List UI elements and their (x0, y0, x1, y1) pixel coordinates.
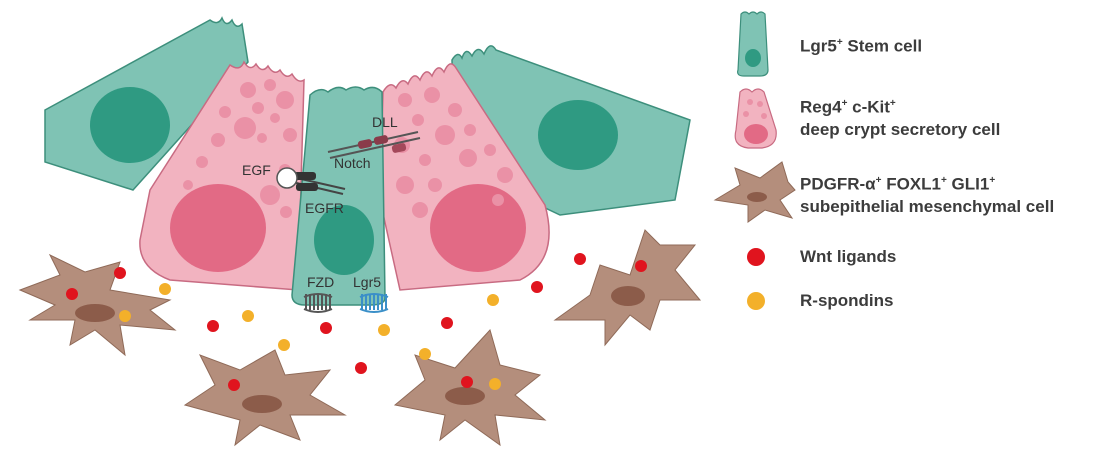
label-notch: Notch (334, 155, 371, 171)
label-fzd: FZD (307, 274, 334, 290)
label-lgr5: Lgr5 (353, 274, 381, 290)
legend-wnt-label: Wnt ligands (800, 246, 896, 268)
mesenchymal-cell-right (555, 230, 700, 345)
legend-rspondin-icon (747, 292, 765, 310)
mesenchymal-cell-bottom-right (395, 330, 545, 445)
legend-secretory-cell-icon (735, 89, 776, 148)
legend-stem-cell-label: Lgr5+ Stem cell (800, 32, 922, 58)
legend-wnt-icon (747, 248, 765, 266)
legend-mesenchymal-cell-label: PDGFR-α+ FOXL1+ GLI1+ subepithelial mese… (800, 170, 1054, 218)
label-dll: DLL (372, 114, 398, 130)
legend-stem-cell-icon (738, 12, 768, 76)
mesenchymal-cell-bottom-left (185, 350, 345, 445)
legend-rspondin-label: R-spondins (800, 290, 894, 312)
label-egf: EGF (242, 162, 271, 178)
legend-mesenchymal-cell-icon (715, 162, 795, 222)
legend-secretory-cell-label: Reg4+ c-Kit+ deep crypt secretory cell (800, 93, 1000, 141)
label-egfr: EGFR (305, 200, 344, 216)
